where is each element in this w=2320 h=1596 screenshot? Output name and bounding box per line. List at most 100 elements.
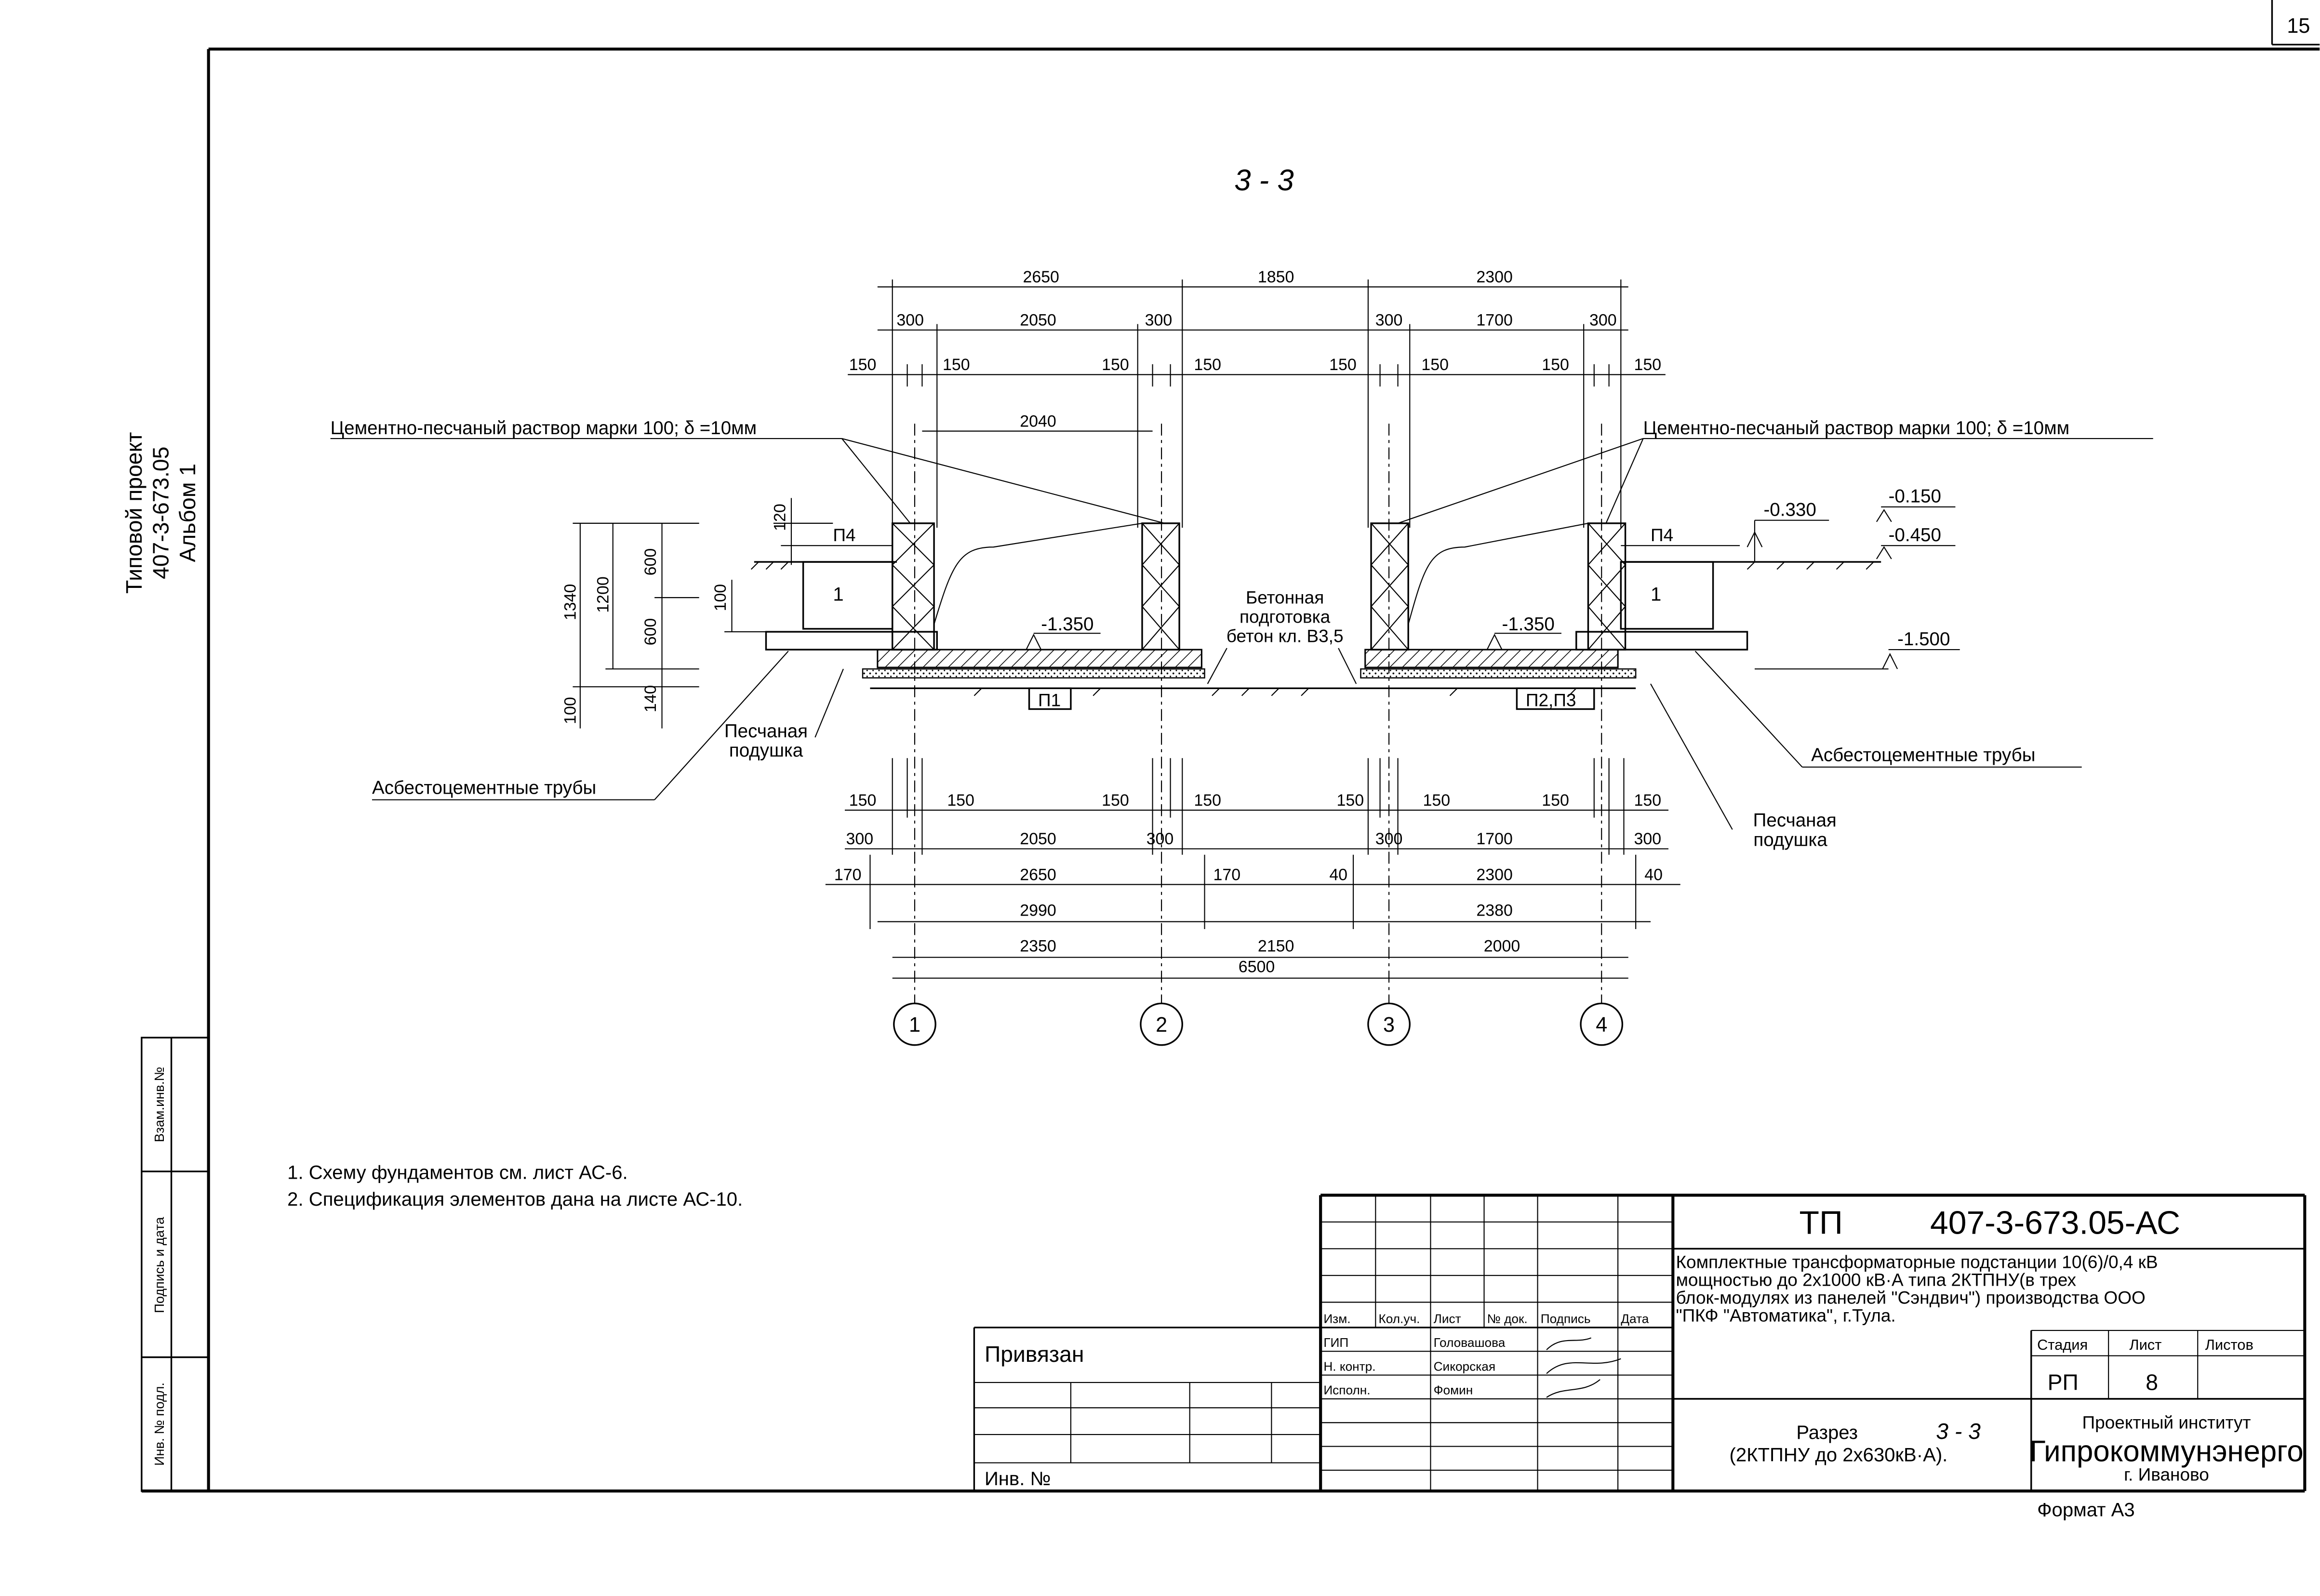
svg-text:150: 150 (1102, 791, 1129, 810)
svg-text:Бетонная: Бетонная (1246, 587, 1324, 607)
svg-text:300: 300 (1634, 830, 1662, 848)
svg-text:Лист: Лист (2129, 1336, 2161, 1353)
dim-mid-2: 2050 (1020, 311, 1056, 330)
svg-text:150: 150 (1634, 791, 1662, 810)
svg-text:150: 150 (1194, 791, 1221, 810)
bound-label: Привязан (985, 1342, 1084, 1367)
section-title: 3 - 3 (1234, 164, 1293, 197)
svg-text:100: 100 (711, 584, 730, 612)
svg-text:40: 40 (1644, 865, 1663, 884)
svg-text:Песчаная: Песчаная (724, 721, 808, 742)
svg-text:170: 170 (834, 865, 862, 884)
inv-label: Инв. № (985, 1468, 1051, 1490)
svg-text:П4: П4 (1651, 525, 1673, 545)
org-line3: г. Иваново (2124, 1464, 2209, 1485)
side-stamp-inv: Инв. № подл. (152, 1383, 167, 1466)
note-2: 2. Спецификация элементов дана на листе … (287, 1189, 743, 1210)
sheet-title-line2: (2КТПНУ до 2х630кВ·А). (1730, 1444, 1948, 1465)
format-label: Формат А3 (2037, 1500, 2135, 1521)
svg-text:150: 150 (1337, 791, 1364, 810)
svg-text:бетон кл. В3,5: бетон кл. В3,5 (1227, 626, 1344, 646)
axis-4: 4 (1596, 1013, 1607, 1037)
dim-mid-5: 1700 (1476, 311, 1512, 330)
level-marks-right: -0.330 -0.150 -0.450 -1.500 (1747, 486, 1960, 670)
svg-text:100: 100 (561, 697, 580, 724)
svg-text:блок-модулях из панелей "Сэндв: блок-модулях из панелей "Сэндвич") произ… (1676, 1287, 2145, 1307)
svg-text:1340: 1340 (561, 584, 580, 620)
svg-text:мощностью до 2х1000 кВ·А типа: мощностью до 2х1000 кВ·А типа 2КТПНУ(в т… (1676, 1269, 2076, 1290)
axis-2: 2 (1156, 1013, 1167, 1037)
svg-text:600: 600 (641, 548, 660, 576)
svg-text:1: 1 (1651, 584, 1661, 605)
svg-text:П2,П3: П2,П3 (1526, 690, 1576, 710)
svg-text:-1.350: -1.350 (1502, 614, 1555, 635)
svg-text:Цементно-песчаный раствор марк: Цементно-песчаный раствор марки 100; δ =… (331, 418, 757, 439)
svg-text:Цементно-песчаный раствор марк: Цементно-песчаный раствор марки 100; δ =… (1643, 418, 2070, 439)
note-1: 1. Схему фундаментов см. лист АС-6. (287, 1162, 628, 1183)
svg-text:Асбестоцементные трубы: Асбестоцементные трубы (372, 777, 596, 798)
document-code: 407-3-673.05-АС (1930, 1205, 2180, 1241)
sheet-number-box: 15 (2271, 0, 2320, 46)
dim-top-2650: 2650 (1023, 268, 1059, 286)
dim-inner-2040: 2040 (1020, 412, 1056, 430)
svg-text:150: 150 (947, 791, 974, 810)
svg-text:6500: 6500 (1239, 958, 1275, 976)
svg-text:1700: 1700 (1476, 830, 1512, 848)
svg-text:300: 300 (1147, 830, 1174, 848)
module-right: П4 1 -1.350 П2,П3 (1360, 522, 1748, 710)
dim-small-2: 150 (943, 356, 970, 374)
svg-text:"ПКФ "Автоматика", г.Тула.: "ПКФ "Автоматика", г.Тула. (1676, 1305, 1895, 1325)
svg-text:Сикорская: Сикорская (1434, 1359, 1495, 1373)
svg-text:№ док.: № док. (1487, 1312, 1528, 1326)
side-stamp: Инв. № подл. Подпись и дата Взам.инв.№ (141, 1037, 209, 1492)
top-dimension-lines (848, 279, 1666, 528)
svg-text:П4: П4 (833, 525, 855, 545)
dim-mid-1: 300 (896, 311, 924, 330)
svg-text:-0.450: -0.450 (1889, 525, 1941, 545)
side-title-line3: Альбом 1 (175, 464, 200, 562)
svg-text:2000: 2000 (1484, 937, 1520, 955)
main-frame (141, 47, 2320, 1493)
svg-text:2990: 2990 (1020, 901, 1056, 919)
ground-lines (750, 561, 1881, 696)
pipes-label-left: Асбестоцементные трубы (372, 651, 789, 800)
svg-text:40: 40 (1329, 865, 1347, 884)
org-line2: Гипрокоммунэнерго (2029, 1435, 2303, 1468)
dim-small-6: 150 (1421, 356, 1449, 374)
code-prefix: ТП (1800, 1205, 1843, 1241)
axis-lines (914, 424, 1602, 1004)
svg-text:150: 150 (1423, 791, 1450, 810)
svg-text:2380: 2380 (1476, 901, 1512, 919)
notes: 1. Схему фундаментов см. лист АС-6. 2. С… (287, 1162, 743, 1210)
pipes-label-right: Асбестоцементные трубы (1694, 651, 2082, 768)
svg-text:2350: 2350 (1020, 937, 1056, 955)
svg-text:Изм.: Изм. (1323, 1312, 1350, 1326)
sand-label-left: Песчаная подушка (724, 668, 844, 761)
svg-text:Н. контр.: Н. контр. (1323, 1359, 1375, 1373)
svg-text:170: 170 (1213, 865, 1241, 884)
module-left: П4 1 -1.350 П1 (765, 522, 1205, 710)
svg-text:-0.150: -0.150 (1889, 486, 1941, 507)
svg-text:Фомин: Фомин (1434, 1383, 1473, 1397)
dim-small-7: 150 (1542, 356, 1569, 374)
svg-text:600: 600 (641, 618, 660, 646)
signature-marks (1546, 1337, 1621, 1398)
left-vertical-dimensions: 1340 1200 600 600 100 120 100 140 (561, 498, 833, 729)
svg-text:150: 150 (1542, 791, 1569, 810)
svg-text:2050: 2050 (1020, 830, 1056, 848)
side-title-line1: Типовой проект (121, 432, 147, 594)
dim-small-4: 150 (1194, 356, 1221, 374)
sheet-number: 15 (2287, 14, 2310, 38)
side-title: Типовой проект 407-3-673.05 Альбом 1 (121, 432, 200, 594)
mortar-label-left: Цементно-песчаный раствор марки 100; δ =… (331, 418, 1165, 524)
sand-label-right: Песчаная подушка (1650, 683, 1837, 850)
mortar-label-right: Цементно-песчаный раствор марки 100; δ =… (1398, 418, 2153, 524)
svg-text:подготовка: подготовка (1240, 607, 1331, 627)
svg-text:8: 8 (2146, 1370, 2158, 1395)
dim-mid-3: 300 (1145, 311, 1173, 330)
svg-text:1200: 1200 (594, 576, 613, 612)
side-stamp-replace: Взам.инв.№ (152, 1067, 167, 1143)
svg-text:140: 140 (641, 685, 660, 713)
